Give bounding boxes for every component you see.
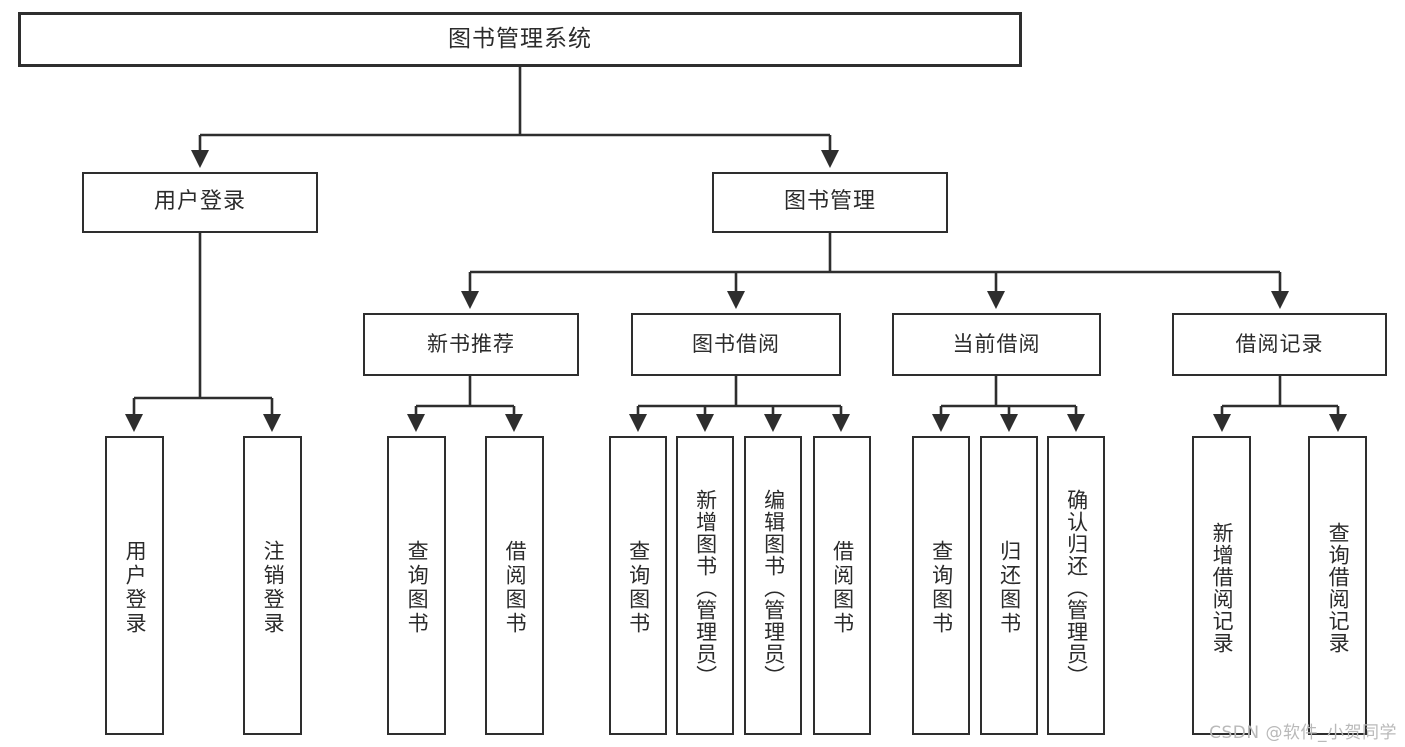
node-current-borrow[interactable]: 当前借阅 [892,313,1101,376]
node-label: 查询图书 [929,539,954,636]
node-label: 新增借阅记录 [1210,521,1235,654]
node-label: 用户登录 [123,539,148,636]
watermark-text: CSDN @软件_小贺同学 [1209,723,1397,743]
node-root-system[interactable]: 图书管理系统 [18,12,1022,67]
node-label: 借阅图书 [830,539,855,636]
leaf-query-book-new[interactable]: 查询图书 [387,436,446,735]
leaf-user-login[interactable]: 用户登录 [105,436,164,735]
node-label: 用户登录 [153,189,246,215]
leaf-add-borrow-record[interactable]: 新增借阅记录 [1192,436,1251,735]
leaf-borrow-book-new[interactable]: 借阅图书 [485,436,544,735]
node-label: 当前借阅 [952,331,1041,356]
node-label: 注销登录 [261,539,286,636]
leaf-query-borrow-record[interactable]: 查询借阅记录 [1308,436,1367,735]
node-label: 借阅图书 [503,539,528,636]
node-label: 编辑图书（管理员） [761,488,786,687]
leaf-query-book[interactable]: 查询图书 [609,436,667,735]
node-label: 图书管理系统 [448,26,592,53]
node-label: 图书借阅 [692,331,780,356]
node-book-management[interactable]: 图书管理 [712,172,948,233]
node-user-login[interactable]: 用户登录 [82,172,318,233]
node-borrow-record[interactable]: 借阅记录 [1172,313,1387,376]
node-label: 图书管理 [783,189,876,215]
node-label: 借阅记录 [1235,331,1324,356]
leaf-confirm-return-admin[interactable]: 确认归还（管理员） [1047,436,1105,735]
leaf-query-book-current[interactable]: 查询图书 [912,436,970,735]
node-label: 新增图书（管理员） [693,488,718,687]
node-label: 确认归还（管理员） [1064,488,1089,687]
node-label: 查询图书 [626,539,651,636]
node-label: 新书推荐 [427,331,515,356]
leaf-edit-book-admin[interactable]: 编辑图书（管理员） [744,436,802,735]
leaf-return-book[interactable]: 归还图书 [980,436,1038,735]
node-book-borrow[interactable]: 图书借阅 [631,313,841,376]
leaf-borrow-book[interactable]: 借阅图书 [813,436,871,735]
leaf-add-book-admin[interactable]: 新增图书（管理员） [676,436,734,735]
node-label: 查询借阅记录 [1326,521,1351,654]
node-label: 查询图书 [405,539,430,636]
leaf-logout[interactable]: 注销登录 [243,436,302,735]
node-label: 归还图书 [997,539,1022,636]
node-new-book-recommend[interactable]: 新书推荐 [363,313,579,376]
